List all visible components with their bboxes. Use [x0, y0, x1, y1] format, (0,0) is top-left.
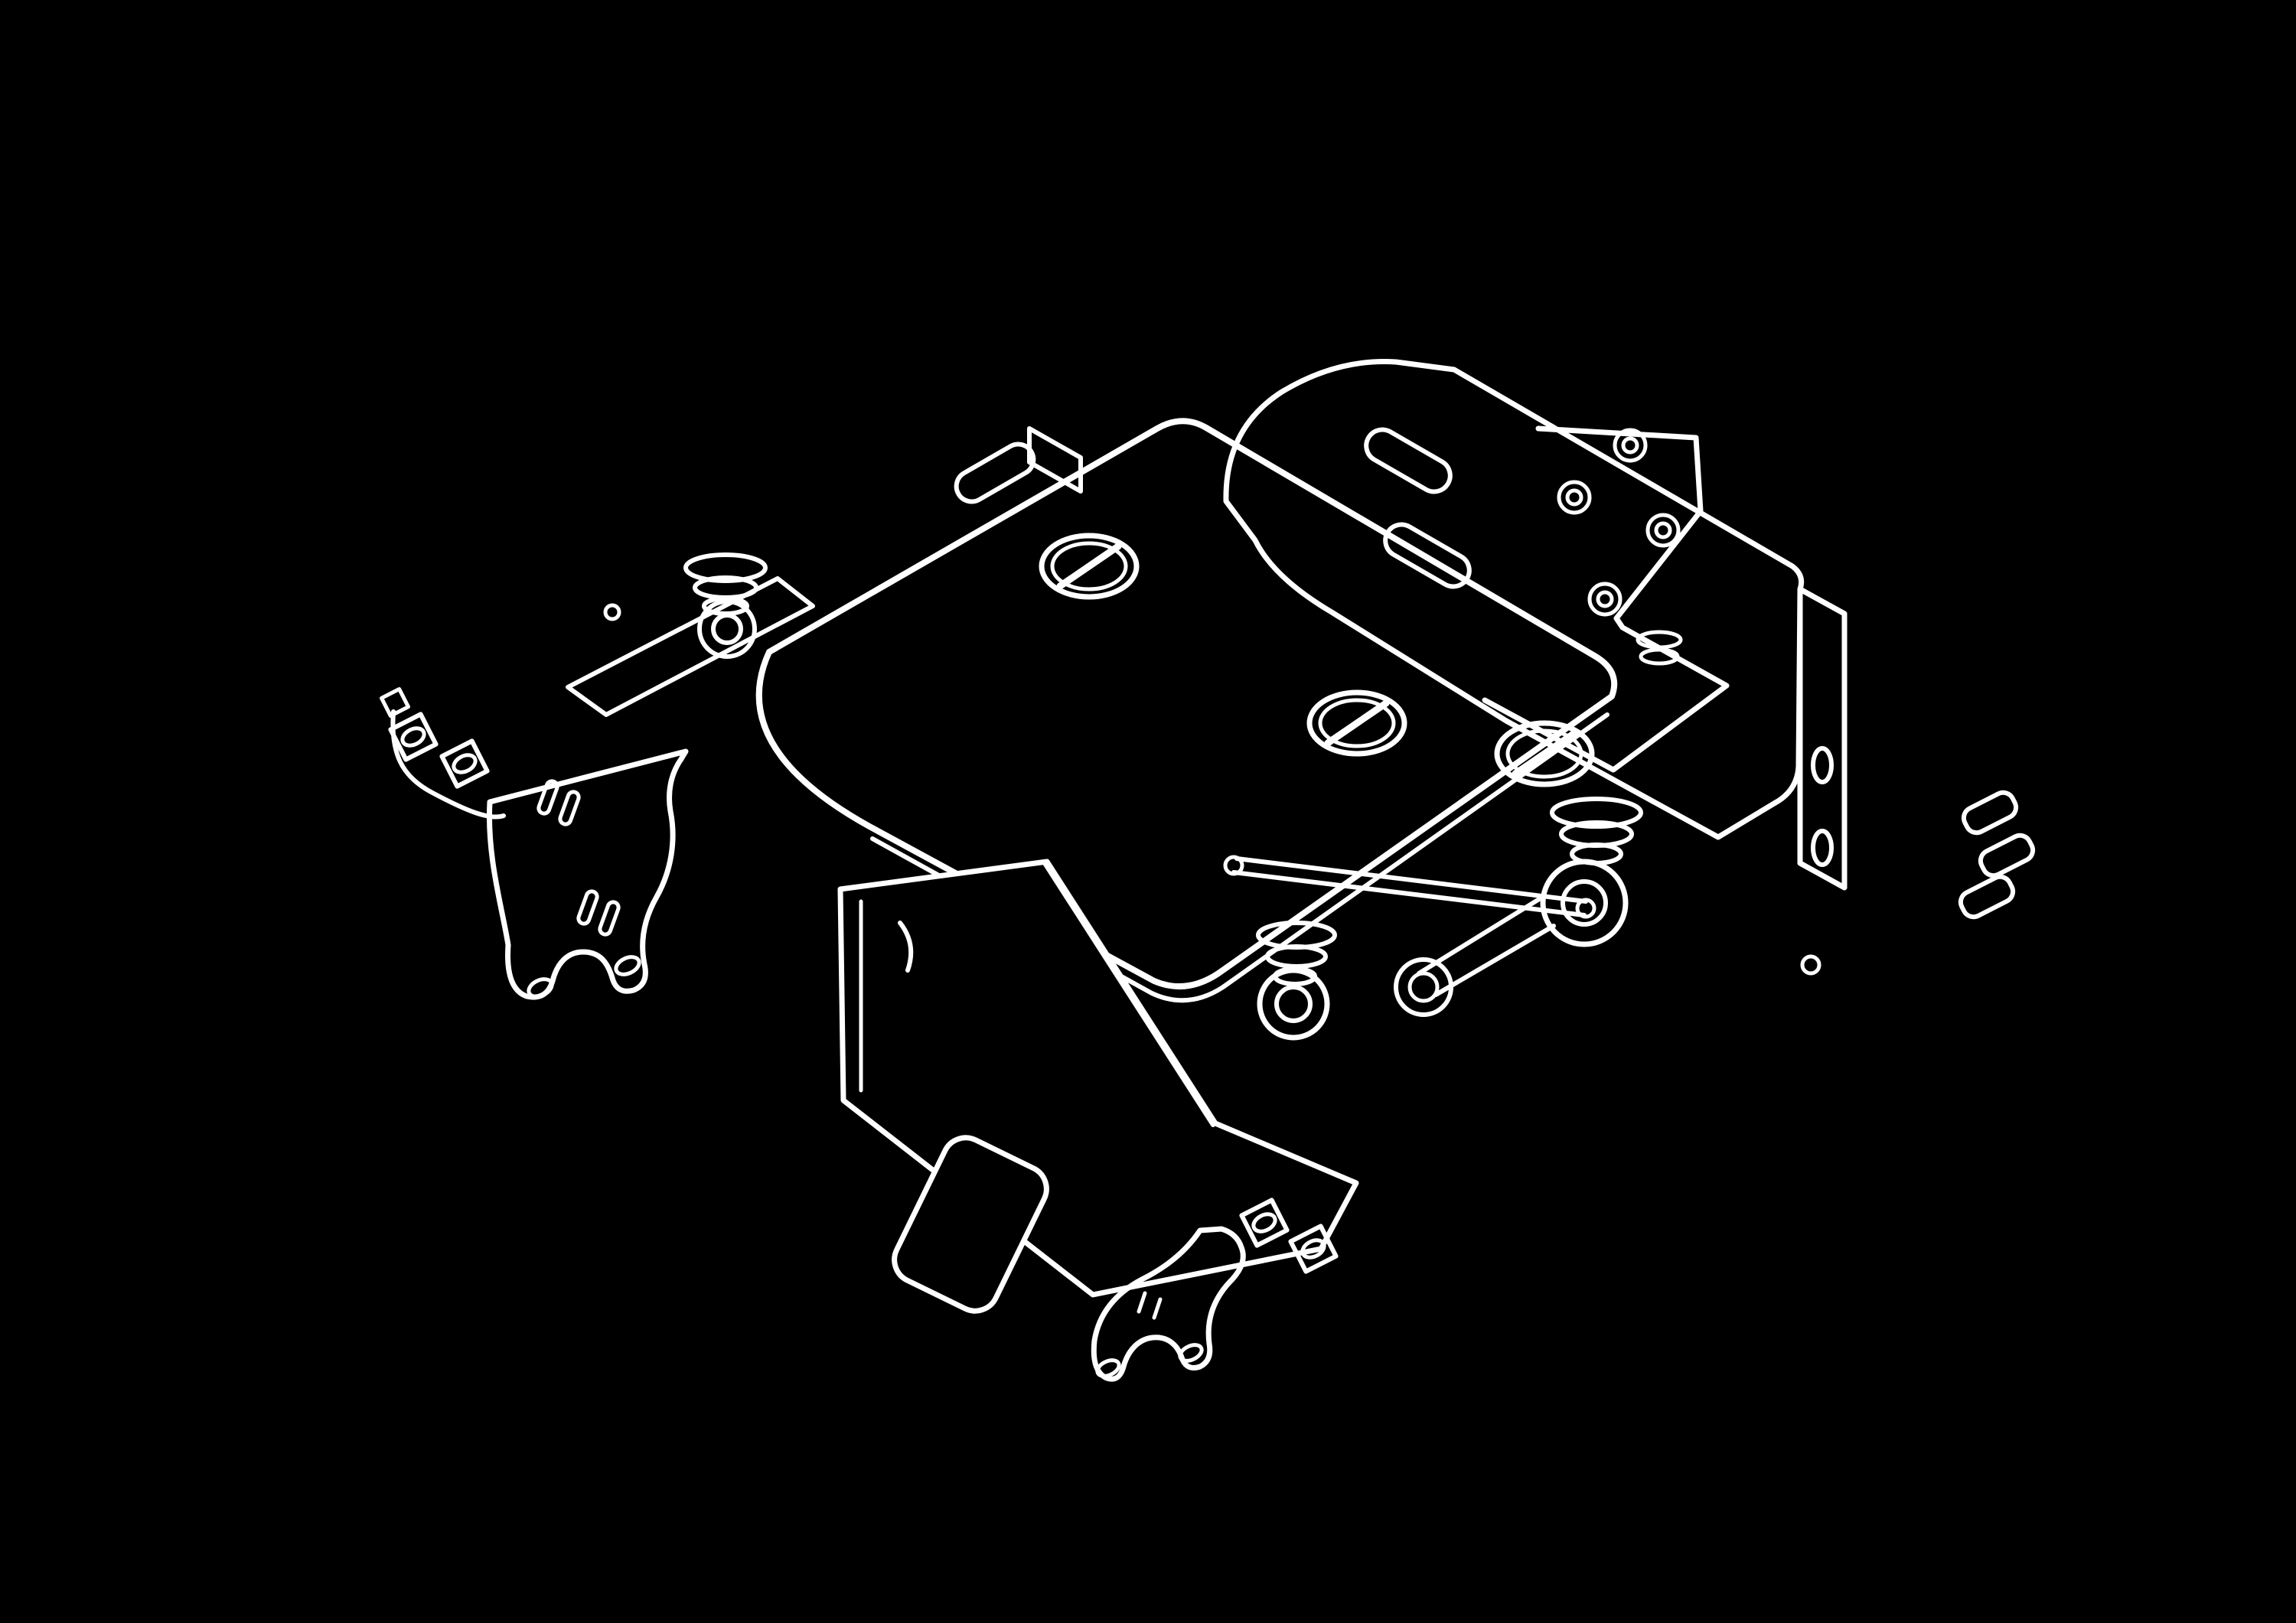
- vent-hole: [1039, 533, 1140, 600]
- left-wheel-bracket: [486, 748, 689, 1000]
- right-side-wall: [1482, 425, 1730, 773]
- top-plate: [755, 418, 1618, 1003]
- vent-hole: [1494, 720, 1595, 787]
- left-rail-mount: [566, 552, 815, 717]
- right-flange: [1797, 586, 1848, 891]
- left-rail-end-cap: [380, 687, 506, 820]
- rover-assembly: [380, 359, 2036, 1382]
- standoff-washers: [1636, 630, 1683, 666]
- right-rail-end-caps: [1239, 790, 2036, 1274]
- large-vent-holes: [1039, 533, 1595, 787]
- standoffs: [1636, 630, 1683, 666]
- suspension: [1223, 797, 1643, 1041]
- battery-box-highlight: [837, 859, 1359, 1314]
- front-fork-bracket: [1091, 1226, 1246, 1382]
- vent-hole: [1306, 689, 1407, 757]
